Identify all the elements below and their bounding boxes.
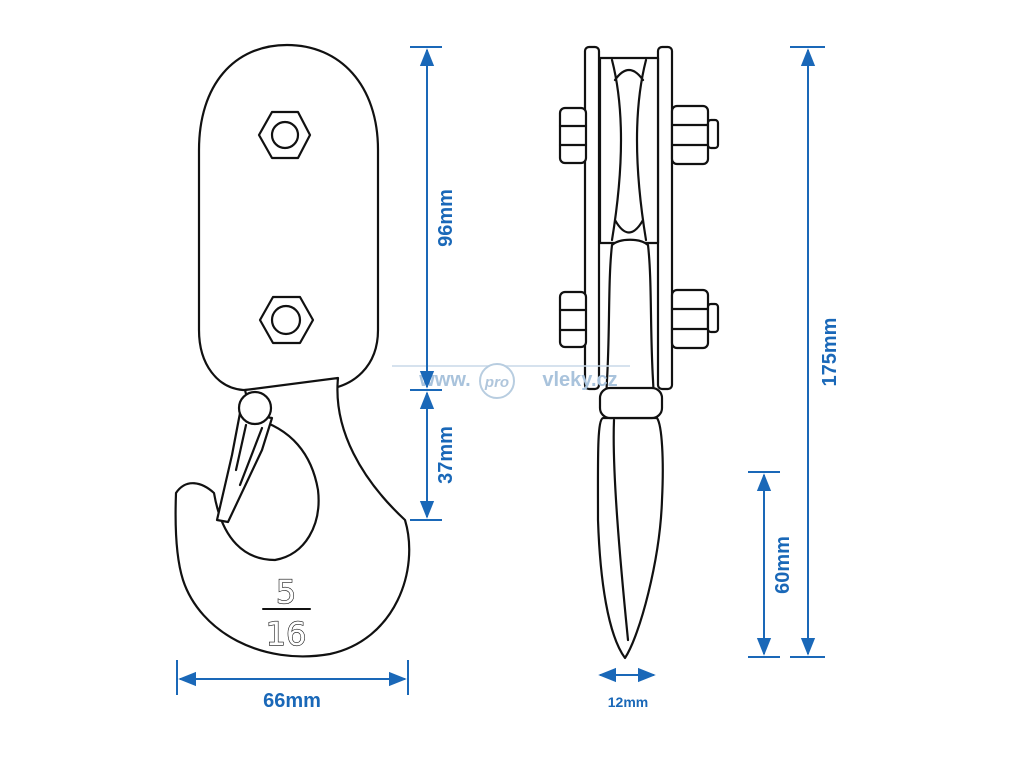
dim-thickness-label: 12mm: [608, 694, 648, 710]
lower-left-nut: [558, 290, 588, 349]
dim-hook-height-label: 37mm: [435, 426, 457, 484]
fraction-denominator: 16: [266, 615, 307, 653]
front-view: [174, 43, 411, 658]
fraction-numerator: 5: [276, 573, 296, 611]
front-hook: [174, 376, 411, 658]
dimension-lines: [176, 46, 825, 695]
side-latch: [598, 386, 664, 420]
side-view: [558, 45, 720, 660]
upper-left-nut: [558, 106, 588, 165]
latch-pivot: [237, 390, 273, 426]
dim-total-height-label: 175mm: [819, 318, 841, 387]
dim-width-front-label: 66mm: [263, 690, 321, 712]
side-hook: [596, 416, 664, 660]
watermark-suffix: vleky.cz: [542, 369, 617, 391]
watermark: www. pro vleky.cz: [392, 363, 630, 399]
front-latch-inner: [234, 423, 264, 487]
side-hook-inner: [612, 418, 630, 642]
side-plate-right: [656, 45, 674, 391]
dim-upper-height-label: 96mm: [435, 189, 457, 247]
sheave: [598, 56, 660, 245]
upper-nut: [257, 110, 312, 160]
lower-right-nut: [670, 288, 710, 350]
dim-hook-length-label: 60mm: [772, 536, 794, 594]
watermark-badge-icon: [479, 363, 515, 399]
lower-nut: [258, 295, 315, 345]
sheave-groove: [610, 58, 648, 242]
side-hook-shank: [603, 238, 657, 422]
upper-right-nut: [670, 104, 710, 166]
watermark-badge: pro: [484, 374, 509, 391]
